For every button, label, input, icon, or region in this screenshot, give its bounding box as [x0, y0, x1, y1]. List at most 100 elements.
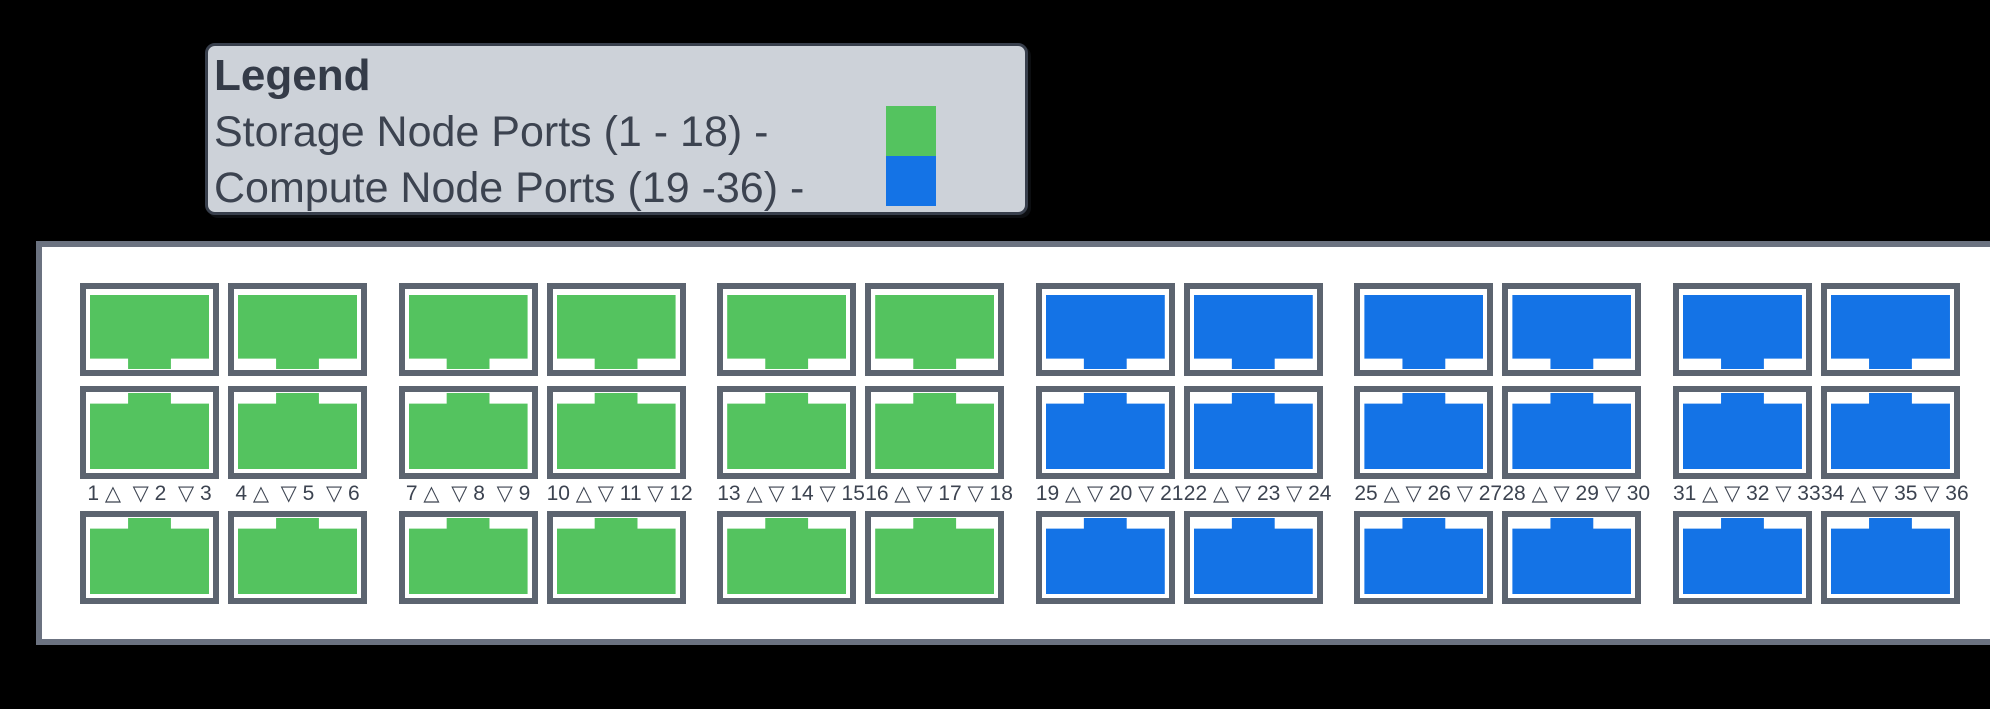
legend-entry-storage-label: Storage Node Ports (1 - 18) - — [214, 108, 769, 156]
port-14 — [717, 386, 857, 479]
port-1 — [80, 283, 219, 376]
port-number-label-row: 7 △ ▽ 8 ▽ 9 10 △ ▽ 11 ▽ 12 — [399, 479, 693, 511]
port-18 — [865, 511, 1005, 604]
rj45-jack-icon — [727, 518, 847, 594]
port-row — [80, 511, 367, 604]
rj45-jack-icon — [1512, 393, 1632, 469]
port-36 — [1820, 511, 1960, 604]
port-28 — [1502, 283, 1642, 376]
port-19 — [1035, 283, 1175, 376]
port-label-19-21: 19 △ ▽ 20 ▽ 21 — [1035, 482, 1184, 505]
rj45-jack-icon — [90, 393, 209, 469]
port-label-4-6: 4 △ ▽ 5 ▽ 6 — [235, 482, 360, 505]
port-row — [717, 283, 1005, 376]
port-label-7-9: 7 △ ▽ 8 ▽ 9 — [405, 482, 531, 505]
port-label-31-33: 31 △ ▽ 32 ▽ 33 — [1672, 482, 1821, 505]
rj45-jack-icon — [1682, 393, 1802, 469]
port-22 — [1183, 283, 1323, 376]
port-31 — [1672, 283, 1812, 376]
port-25 — [1354, 283, 1494, 376]
port-4 — [228, 283, 367, 376]
rj45-jack-icon — [875, 295, 995, 369]
rj45-jack-icon — [408, 295, 528, 369]
port-6 — [228, 511, 367, 604]
port-label-28-30: 28 △ ▽ 29 ▽ 30 — [1502, 482, 1651, 505]
port-33 — [1672, 511, 1812, 604]
legend-entry-compute-label: Compute Node Ports (19 -36) - — [214, 164, 805, 212]
port-21 — [1035, 511, 1175, 604]
rj45-jack-icon — [90, 295, 209, 369]
port-row — [1672, 511, 1960, 604]
port-5 — [228, 386, 367, 479]
rj45-jack-icon — [1045, 295, 1165, 369]
port-row — [398, 386, 686, 479]
rj45-jack-icon — [1830, 518, 1950, 594]
port-26 — [1354, 386, 1494, 479]
port-2 — [80, 386, 219, 479]
port-label-16-18: 16 △ ▽ 17 ▽ 18 — [865, 482, 1013, 505]
rj45-jack-icon — [1193, 518, 1313, 594]
port-label-1-3: 1 △ ▽ 2 ▽ 3 — [87, 482, 212, 505]
port-11 — [546, 386, 686, 479]
port-group-2-storage: 7 △ ▽ 8 ▽ 9 10 △ ▽ 11 ▽ 12 — [398, 283, 693, 604]
port-17 — [865, 386, 1005, 479]
rj45-jack-icon — [1193, 295, 1313, 369]
port-label-13-15: 13 △ ▽ 14 ▽ 15 — [717, 482, 865, 505]
port-row — [1354, 386, 1642, 479]
rj45-jack-icon — [1512, 295, 1632, 369]
rj45-jack-icon — [1830, 295, 1950, 369]
port-number-label-row: 1 △ ▽ 2 ▽ 3 4 △ ▽ 5 ▽ 6 — [80, 479, 367, 511]
port-15 — [717, 511, 857, 604]
rj45-jack-icon — [90, 518, 209, 594]
port-row — [398, 511, 686, 604]
port-row — [717, 386, 1005, 479]
port-group-1-storage: 1 △ ▽ 2 ▽ 3 4 △ ▽ 5 ▽ 6 — [80, 283, 367, 604]
rj45-jack-icon — [556, 393, 676, 469]
rj45-jack-icon — [408, 518, 528, 594]
port-row — [1672, 386, 1960, 479]
storage-color-swatch — [886, 106, 936, 156]
port-29 — [1502, 386, 1642, 479]
port-16 — [865, 283, 1005, 376]
port-row — [80, 386, 367, 479]
rj45-jack-icon — [1682, 518, 1802, 594]
port-label-22-24: 22 △ ▽ 23 ▽ 24 — [1183, 482, 1332, 505]
port-label-10-12: 10 △ ▽ 11 ▽ 12 — [546, 482, 693, 505]
port-10 — [546, 283, 686, 376]
rj45-jack-icon — [875, 393, 995, 469]
port-12 — [546, 511, 686, 604]
port-row — [1035, 386, 1323, 479]
rj45-jack-icon — [556, 518, 676, 594]
port-20 — [1035, 386, 1175, 479]
port-3 — [80, 511, 219, 604]
port-34 — [1820, 283, 1960, 376]
port-7 — [398, 283, 538, 376]
legend: Legend Storage Node Ports (1 - 18) - Com… — [205, 43, 1028, 215]
rj45-jack-icon — [1364, 518, 1484, 594]
port-row — [1035, 511, 1323, 604]
port-27 — [1354, 511, 1494, 604]
rj45-jack-icon — [875, 518, 995, 594]
rj45-jack-icon — [1682, 295, 1802, 369]
rj45-jack-icon — [1830, 393, 1950, 469]
port-35 — [1820, 386, 1960, 479]
rj45-jack-icon — [1193, 393, 1313, 469]
rj45-jack-icon — [727, 295, 847, 369]
rj45-jack-icon — [727, 393, 847, 469]
legend-swatches — [886, 106, 936, 206]
rj45-jack-icon — [1512, 518, 1632, 594]
rj45-jack-icon — [1364, 393, 1484, 469]
port-30 — [1502, 511, 1642, 604]
port-label-25-27: 25 △ ▽ 26 ▽ 27 — [1354, 482, 1503, 505]
rj45-jack-icon — [238, 393, 357, 469]
switch-faceplate-panel: 1 △ ▽ 2 ▽ 3 4 △ ▽ 5 ▽ 6 7 △ ▽ 8 ▽ 9 10 △ ▽ … — [36, 241, 1990, 645]
port-row — [1035, 283, 1323, 376]
port-23 — [1183, 386, 1323, 479]
